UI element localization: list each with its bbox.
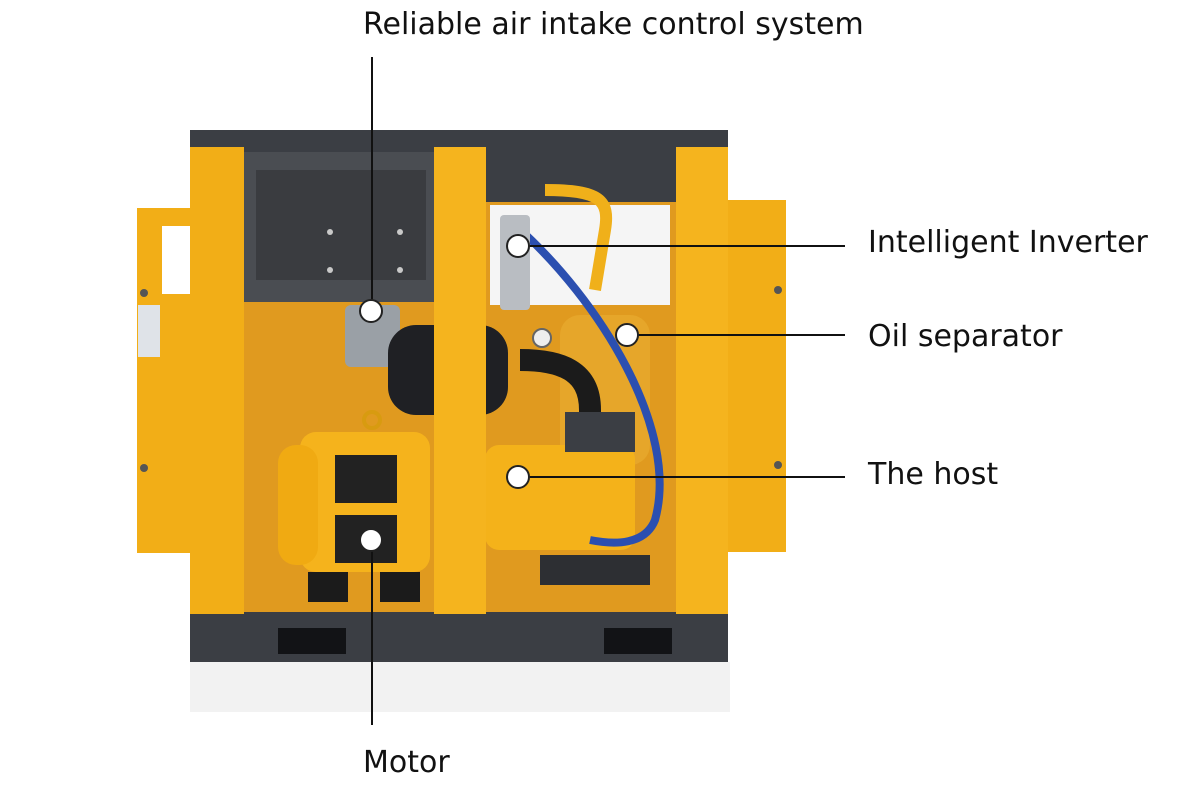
host-airend: [485, 445, 635, 550]
callout-label-intake: Reliable air intake control system: [363, 7, 864, 42]
motor-foot-right: [380, 572, 420, 602]
callout-label-host: The host: [868, 457, 999, 492]
callout-label-motor: Motor: [363, 745, 450, 780]
right-door: [728, 200, 786, 552]
motor-foot-left: [308, 572, 348, 602]
host-valve-block: [565, 412, 635, 452]
base-slot-right: [604, 628, 672, 654]
base-slot-left: [278, 628, 346, 654]
floor-reflection: [190, 662, 730, 712]
intake-plate: [256, 170, 426, 280]
center-pillar: [434, 147, 486, 614]
marker-dot-motor: [359, 528, 383, 552]
bolt: [397, 229, 403, 235]
inverter-unit: [500, 215, 530, 310]
marker-dot-intake: [359, 299, 383, 323]
black-hose: [519, 349, 601, 440]
warning-sticker: [138, 305, 160, 357]
bolt: [397, 267, 403, 273]
door-bolt: [140, 464, 148, 472]
left-door-window: [162, 226, 190, 294]
motor-end-cap: [278, 445, 318, 565]
left-pillar: [190, 147, 244, 614]
cabinet-top: [190, 130, 728, 152]
blue-hose: [512, 222, 664, 547]
right-pillar: [676, 147, 728, 614]
door-bolt: [774, 286, 782, 294]
motor-vent-upper: [335, 455, 397, 503]
pressure-gauge-icon: [532, 328, 552, 348]
door-bolt: [140, 289, 148, 297]
callout-label-oil-separator: Oil separator: [868, 319, 1063, 354]
marker-dot-host: [506, 465, 530, 489]
marker-dot-inverter: [506, 234, 530, 258]
bolt: [327, 229, 333, 235]
intake-valve: [345, 305, 400, 367]
lifting-eye: [362, 410, 382, 430]
marker-dot-oil-separator: [615, 323, 639, 347]
yellow-pipe: [544, 184, 613, 291]
bolt: [327, 267, 333, 273]
door-bolt: [774, 461, 782, 469]
host-mount: [540, 555, 650, 585]
callout-label-inverter: Intelligent Inverter: [868, 225, 1148, 260]
